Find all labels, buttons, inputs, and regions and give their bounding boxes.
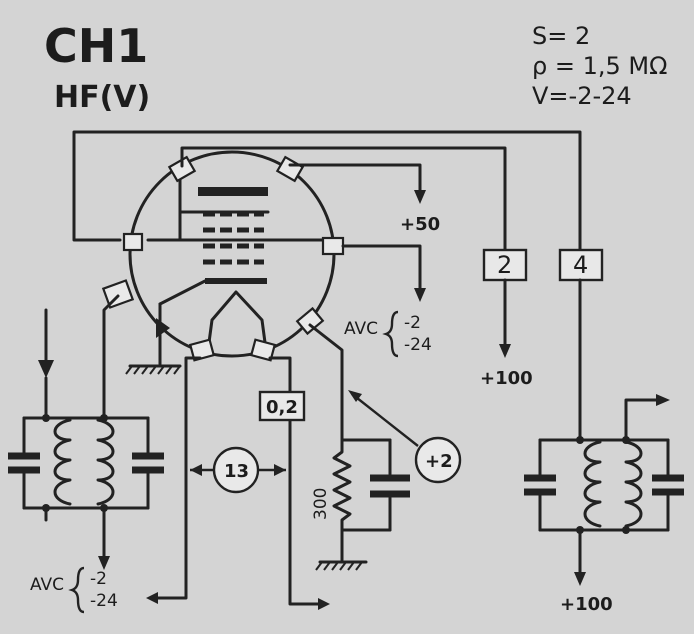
resistor-value: 300 <box>311 488 331 520</box>
output-coil-primary <box>583 440 602 528</box>
box-4 <box>558 248 604 282</box>
arrow-plus100-a <box>499 344 511 358</box>
heater <box>206 290 268 352</box>
spec-rho: ρ = 1,5 MΩ <box>532 52 667 80</box>
tube-type: HF(V) <box>54 80 150 115</box>
arrow-heater-right <box>318 598 330 610</box>
box-2-value: 2 <box>497 251 512 279</box>
spec-s: S= 2 <box>532 22 590 50</box>
circle-13 <box>212 446 260 494</box>
cathode <box>205 278 267 284</box>
arrow-output <box>656 394 670 406</box>
box-4-value: 4 <box>573 251 588 279</box>
tube-electrodes <box>146 176 342 352</box>
cathode-wire <box>308 323 344 442</box>
arrow-plus100-b <box>574 572 586 586</box>
top-cap-wire <box>72 130 582 252</box>
tube-pins <box>101 155 345 362</box>
avc-brace-right <box>382 310 399 358</box>
avc-brace-left <box>68 566 85 614</box>
label-plus50: +50 <box>400 214 440 235</box>
avc-right-b: -24 <box>404 335 432 355</box>
metallisation-mark <box>156 318 170 338</box>
output-wire <box>624 398 662 442</box>
output-coil-secondary <box>624 440 643 528</box>
grid-avc-wire <box>341 244 422 292</box>
arrow-heater-left <box>146 592 158 604</box>
spec-v: V=-2-24 <box>532 82 632 110</box>
input-coil-secondary <box>96 418 115 506</box>
circle-plus2 <box>414 436 462 484</box>
cathode-resistor <box>332 438 352 562</box>
avc-right-a: -2 <box>404 313 421 333</box>
input-coil-primary <box>53 418 72 506</box>
heater-wire-right <box>268 356 324 606</box>
anode-wire <box>288 163 422 194</box>
arrow-avc-right <box>414 288 426 302</box>
cathode-voltage-arrow <box>351 393 419 447</box>
avc-label-right: AVC <box>344 319 378 339</box>
label-plus100-b: +100 <box>560 594 613 615</box>
heater-wire-left <box>154 356 202 600</box>
grids <box>203 211 264 265</box>
circle-13-value: 13 <box>224 461 249 482</box>
arrow-avc-left <box>98 556 110 570</box>
avc-label-left: AVC <box>30 575 64 595</box>
input-arrow <box>38 360 54 378</box>
grid-input-wire <box>102 294 120 420</box>
box-02 <box>258 390 306 422</box>
tube-name: CH1 <box>44 19 148 73</box>
arrow-plus50 <box>414 190 426 204</box>
avc-left-a: -2 <box>90 569 107 589</box>
circle-plus2-value: +2 <box>425 451 453 472</box>
cathode-lead <box>158 279 207 306</box>
box-02-value: 0,2 <box>266 397 298 418</box>
screen-wire <box>180 146 507 252</box>
anode <box>198 187 268 196</box>
ground-hatch-b <box>315 561 363 571</box>
ground-hatch-a <box>125 365 181 375</box>
label-plus100-a: +100 <box>480 368 533 389</box>
avc-left-b: -24 <box>90 591 118 611</box>
